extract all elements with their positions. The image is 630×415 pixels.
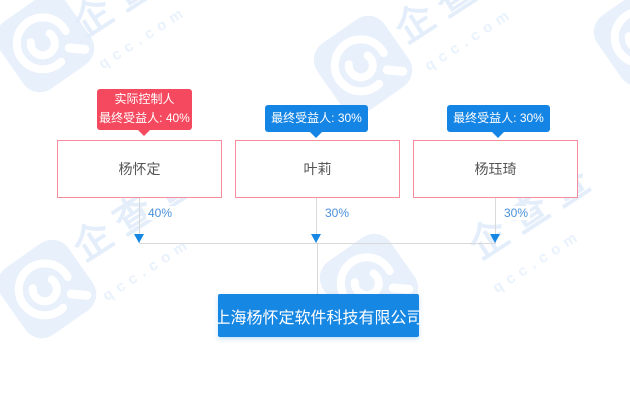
badge-pointer-icon <box>138 130 150 136</box>
badge-line-beneficiary: 最终受益人: 30% <box>453 111 544 125</box>
arrow-down-icon <box>134 234 144 243</box>
arrow-down-icon <box>490 234 500 243</box>
shareholder-node[interactable]: 叶莉 <box>235 140 400 198</box>
watermark-domain-text: qcc.com <box>95 2 192 73</box>
qcc-logo-watermark-icon <box>0 0 105 103</box>
company-name: 上海杨怀定软件科技有限公司 <box>214 309 423 327</box>
arrow-down-icon <box>311 234 321 243</box>
beneficiary-badge: 最终受益人: 30% <box>265 105 368 132</box>
connector-line-company <box>317 243 318 294</box>
watermark-domain-text: qcc.com <box>421 4 518 75</box>
actual-controller-badge: 实际控制人 最终受益人: 40% <box>97 89 192 130</box>
ownership-percentage-label: 40% <box>146 206 175 220</box>
connector-line-vertical <box>316 198 317 243</box>
badge-line-beneficiary: 最终受益人: 40% <box>99 111 190 125</box>
watermark-brand-text: 企查查 <box>66 0 210 46</box>
shareholder-node[interactable]: 杨怀定 <box>57 140 222 198</box>
shareholder-name: 杨怀定 <box>118 161 161 177</box>
badge-pointer-icon <box>492 132 504 138</box>
ownership-percentage-label: 30% <box>323 206 352 220</box>
qcc-logo-watermark-icon <box>0 229 107 349</box>
qcc-logo-watermark-icon <box>583 0 630 97</box>
connector-line-vertical <box>139 198 140 243</box>
shareholder-name: 杨珏琦 <box>474 161 517 177</box>
badge-pointer-icon <box>310 132 322 138</box>
badge-line-beneficiary: 最终受益人: 30% <box>271 111 362 125</box>
ownership-percentage-label: 30% <box>502 206 531 220</box>
connector-line-vertical <box>495 198 496 243</box>
badge-line-controller: 实际控制人 <box>114 92 175 106</box>
shareholder-node[interactable]: 杨珏琦 <box>413 140 578 198</box>
watermark-domain-text: qcc.com <box>99 234 196 305</box>
watermark-brand-text: 企查查 <box>388 0 532 52</box>
company-node[interactable]: 上海杨怀定软件科技有限公司 <box>215 294 423 337</box>
shareholder-name: 叶莉 <box>303 161 332 177</box>
watermark-domain-text: qcc.com <box>489 226 586 297</box>
beneficiary-badge: 最终受益人: 30% <box>447 105 550 132</box>
